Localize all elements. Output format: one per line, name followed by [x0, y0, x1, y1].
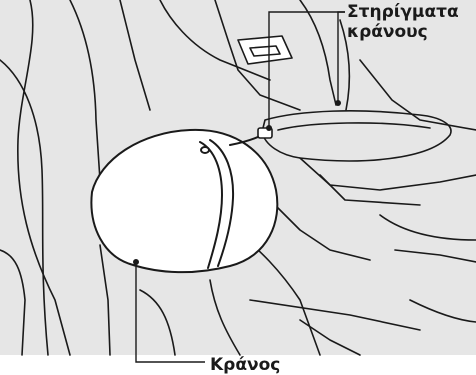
helmet-mounts-label: Στηρίγματα κράνους	[347, 2, 459, 42]
seat-hinge-bracket	[238, 36, 292, 64]
helmet-mounts-label-text: Στηρίγματα κράνους	[347, 2, 459, 42]
helmet-vent	[201, 147, 209, 153]
callout-dot-mount-1	[266, 125, 272, 131]
helmet-label: Κράνος	[210, 355, 280, 375]
helmet-label-text: Κράνος	[210, 355, 280, 375]
callout-dot-mount-2	[335, 100, 341, 106]
callout-dot-helmet	[133, 259, 139, 265]
